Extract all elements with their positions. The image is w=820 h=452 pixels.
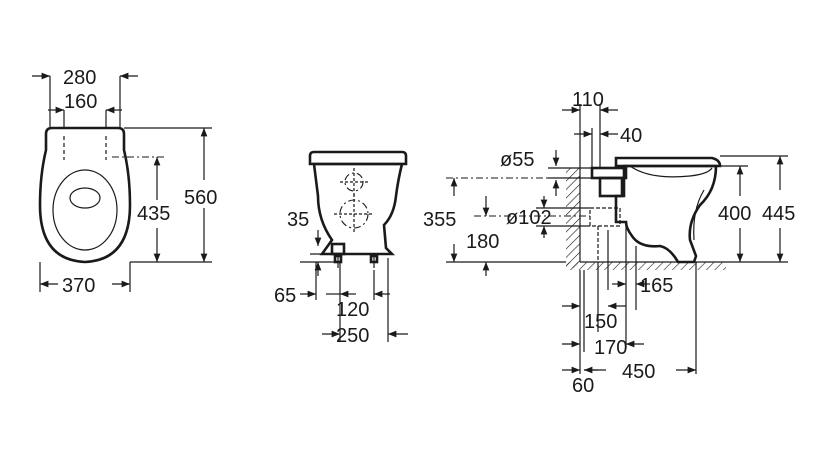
dim-120: 120 xyxy=(336,299,369,321)
dim-280: 280 xyxy=(63,67,96,89)
dim-35: 35 xyxy=(287,209,309,231)
dim-250: 250 xyxy=(336,325,369,347)
dim-d102: ø102 xyxy=(506,207,552,229)
dim-370: 370 xyxy=(62,275,95,297)
dim-150: 150 xyxy=(584,311,617,333)
toilet-front-body xyxy=(312,162,404,256)
inlet-connector xyxy=(330,242,346,256)
dim-170: 170 xyxy=(594,337,627,359)
front-view: 35 65 120 250 xyxy=(274,150,408,347)
dim-d55: ø55 xyxy=(500,149,534,171)
dim-40: 40 xyxy=(620,125,642,147)
dim-400: 400 xyxy=(718,203,751,225)
inlet-pipe xyxy=(590,166,628,180)
wall-hatch xyxy=(566,168,580,268)
dim-60: 60 xyxy=(572,375,594,397)
dim-110: 110 xyxy=(572,89,604,111)
dim-160: 160 xyxy=(64,91,97,113)
dim-560: 560 xyxy=(184,187,217,209)
toilet-side-body xyxy=(614,164,718,264)
dim-355: 355 xyxy=(423,209,456,231)
dim-165: 165 xyxy=(640,275,673,297)
dim-450: 450 xyxy=(622,361,655,383)
dim-180: 180 xyxy=(466,231,499,253)
seat-lid-front xyxy=(308,150,408,166)
dim-435: 435 xyxy=(137,203,170,225)
side-view: 110 40 ø55 ø102 355 180 400 xyxy=(423,89,795,397)
outlet-pipe xyxy=(589,207,621,227)
bowl-opening xyxy=(52,169,118,251)
toilet-top-outline xyxy=(38,126,132,264)
dim-65: 65 xyxy=(274,285,296,307)
bowl-inner-opening xyxy=(69,187,101,209)
floor-hatch xyxy=(566,262,726,270)
top-view: 280 160 370 435 560 xyxy=(32,67,217,297)
dim-445: 445 xyxy=(762,203,795,225)
